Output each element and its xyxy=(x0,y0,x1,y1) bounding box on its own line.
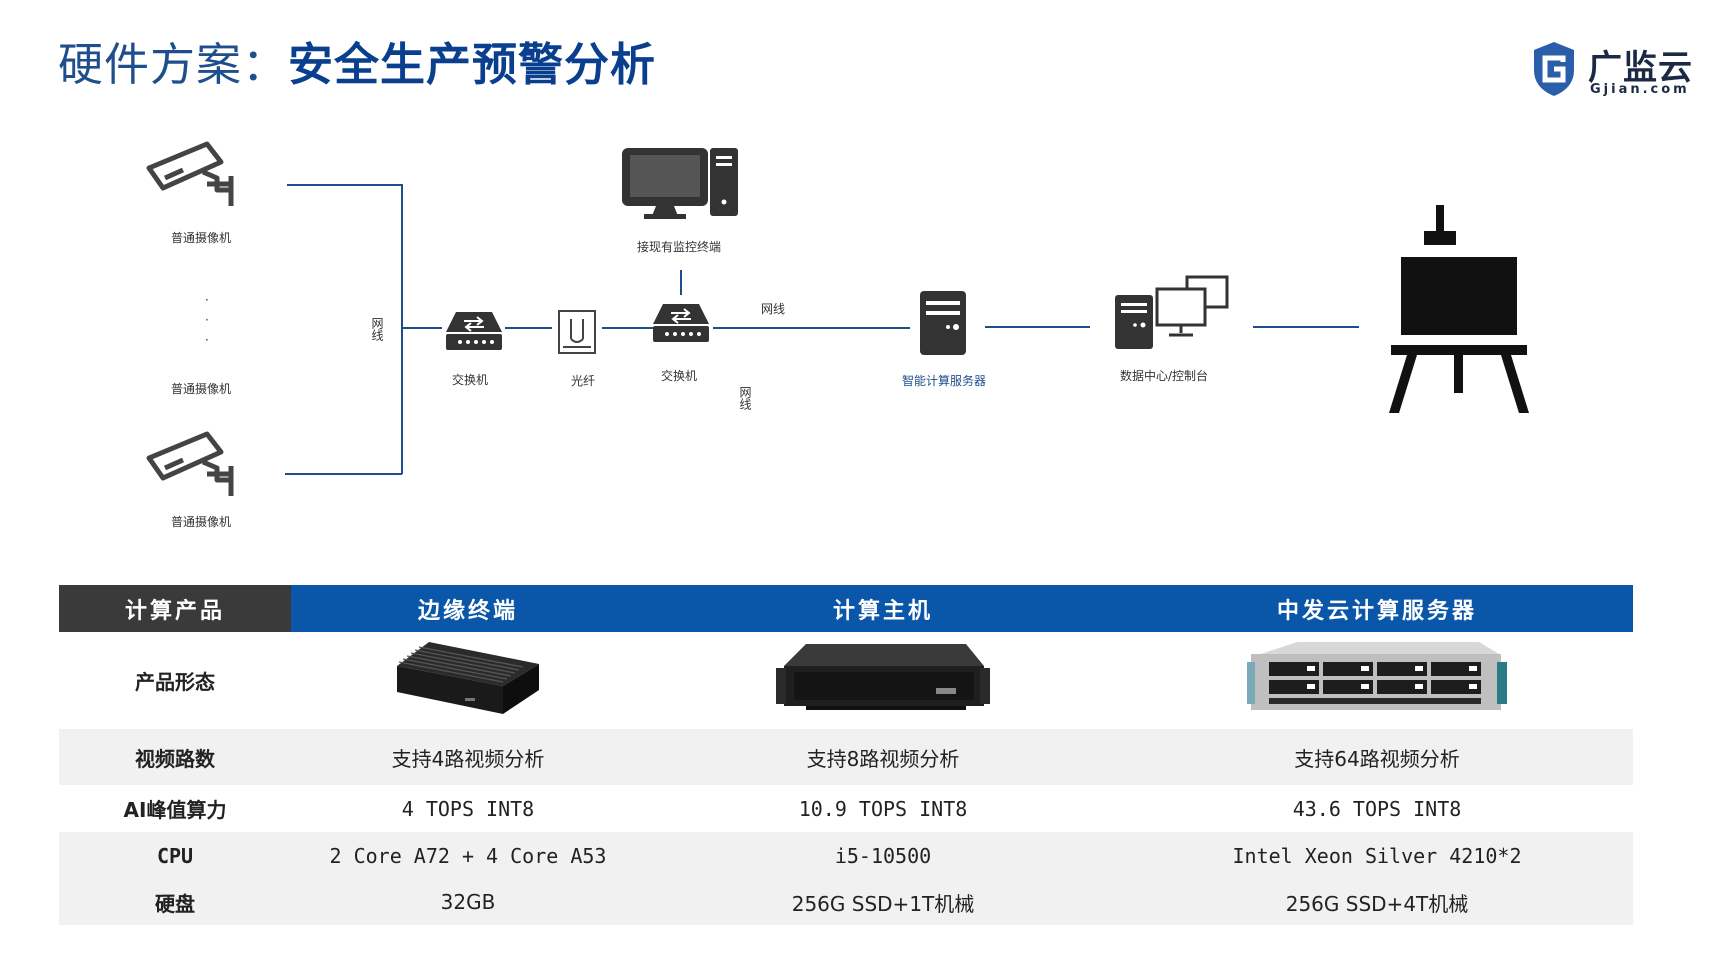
switch-icon-1 xyxy=(446,312,502,350)
table-row-video-channels: 视频路数 支持4路视频分析 支持8路视频分析 支持64路视频分析 xyxy=(59,729,1633,785)
connection-lines xyxy=(285,184,1359,475)
fiber-box-icon xyxy=(558,310,596,354)
cell-cpu-cloud: Intel Xeon Silver 4210*2 xyxy=(1121,832,1633,879)
cell-storage-cloud: 256G SSD+4T机械 xyxy=(1121,879,1633,925)
easel-display-icon xyxy=(1389,205,1529,413)
shield-g-logo-icon xyxy=(1534,42,1574,96)
switch-label-1: 交换机 xyxy=(452,373,489,387)
cell-video-host: 支持8路视频分析 xyxy=(645,729,1121,785)
camera-label-middle: 普通摄像机 xyxy=(171,382,232,396)
edge-box-device-icon xyxy=(397,642,539,714)
network-diagram xyxy=(146,141,1529,496)
logo-chinese-text: 广监云 xyxy=(1588,48,1693,88)
compute-host-image xyxy=(645,632,1121,729)
row-label-cpu: CPU xyxy=(59,832,291,879)
storage-server-icon xyxy=(1247,642,1507,710)
row-label-storage: 硬盘 xyxy=(59,879,291,925)
brand-logo: 广监云 Gjian.com xyxy=(1530,38,1693,100)
fiber-label: 光纤 xyxy=(571,374,596,388)
table-row-product-form: 产品形态 xyxy=(59,632,1633,729)
title-separator: ： xyxy=(242,38,289,91)
switch-label-2: 交换机 xyxy=(661,369,698,383)
row-label-ai-compute: AI峰值算力 xyxy=(59,785,291,832)
cloud-server-image xyxy=(1121,632,1633,729)
page-title: 硬件方案：安全生产预警分析 xyxy=(58,28,656,93)
monitor-terminal-icon xyxy=(622,148,738,219)
logo-domain-text: Gjian.com xyxy=(1590,82,1690,97)
cell-storage-host: 256G SSD+1T机械 xyxy=(645,879,1121,925)
table-row-ai-compute: AI峰值算力 4 TOPS INT8 10.9 TOPS INT8 43.6 T… xyxy=(59,785,1633,832)
header-cloud-server: 中发云计算服务器 xyxy=(1121,585,1633,632)
cell-storage-edge: 32GB xyxy=(291,879,645,925)
cable-label-top: 网线 xyxy=(761,302,786,316)
cell-ai-host: 10.9 TOPS INT8 xyxy=(645,785,1121,832)
data-center-icon xyxy=(1115,275,1229,349)
header-compute-host: 计算主机 xyxy=(645,585,1121,632)
spec-table: 计算产品 边缘终端 计算主机 中发云计算服务器 产品形态 xyxy=(59,585,1633,925)
camera-label-top: 普通摄像机 xyxy=(171,231,232,245)
row-label-product-form: 产品形态 xyxy=(135,670,215,694)
cable-label-bottom: 网线 xyxy=(738,386,752,410)
cell-cpu-edge: 2 Core A72 + 4 Core A53 xyxy=(291,832,645,879)
camera-top-icon xyxy=(146,141,234,206)
table-row-cpu: CPU 2 Core A72 + 4 Core A53 i5-10500 Int… xyxy=(59,832,1633,879)
title-subject: 安全生产预警分析 xyxy=(288,38,657,91)
table-row-storage: 硬盘 32GB 256G SSD+1T机械 256G SSD+4T机械 xyxy=(59,879,1633,925)
camera-bottom-icon xyxy=(146,431,234,496)
edge-terminal-image xyxy=(291,632,645,729)
cell-ai-edge: 4 TOPS INT8 xyxy=(291,785,645,832)
camera-label-bottom: 普通摄像机 xyxy=(171,515,232,529)
smart-server-icon xyxy=(920,291,966,355)
camera-ellipsis: ··· xyxy=(205,293,209,347)
camera-top-line xyxy=(287,184,403,474)
cell-ai-cloud: 43.6 TOPS INT8 xyxy=(1121,785,1633,832)
header-edge-terminal: 边缘终端 xyxy=(291,585,645,632)
row-label-video-channels: 视频路数 xyxy=(59,729,291,785)
title-main: 硬件方案 xyxy=(58,38,243,91)
cell-cpu-host: i5-10500 xyxy=(645,832,1121,879)
monitor-terminal-label: 接现有监控终端 xyxy=(637,240,722,254)
switch-icon-2 xyxy=(653,304,709,342)
cable-label-left: 网线 xyxy=(370,317,384,341)
rack-server-2u-icon xyxy=(776,644,990,710)
smart-server-label: 智能计算服务器 xyxy=(902,374,987,388)
spec-table-header: 计算产品 边缘终端 计算主机 中发云计算服务器 xyxy=(59,585,1633,632)
data-center-label: 数据中心/控制台 xyxy=(1120,369,1209,383)
cell-video-edge: 支持4路视频分析 xyxy=(291,729,645,785)
header-compute-product: 计算产品 xyxy=(59,585,291,632)
cell-video-cloud: 支持64路视频分析 xyxy=(1121,729,1633,785)
